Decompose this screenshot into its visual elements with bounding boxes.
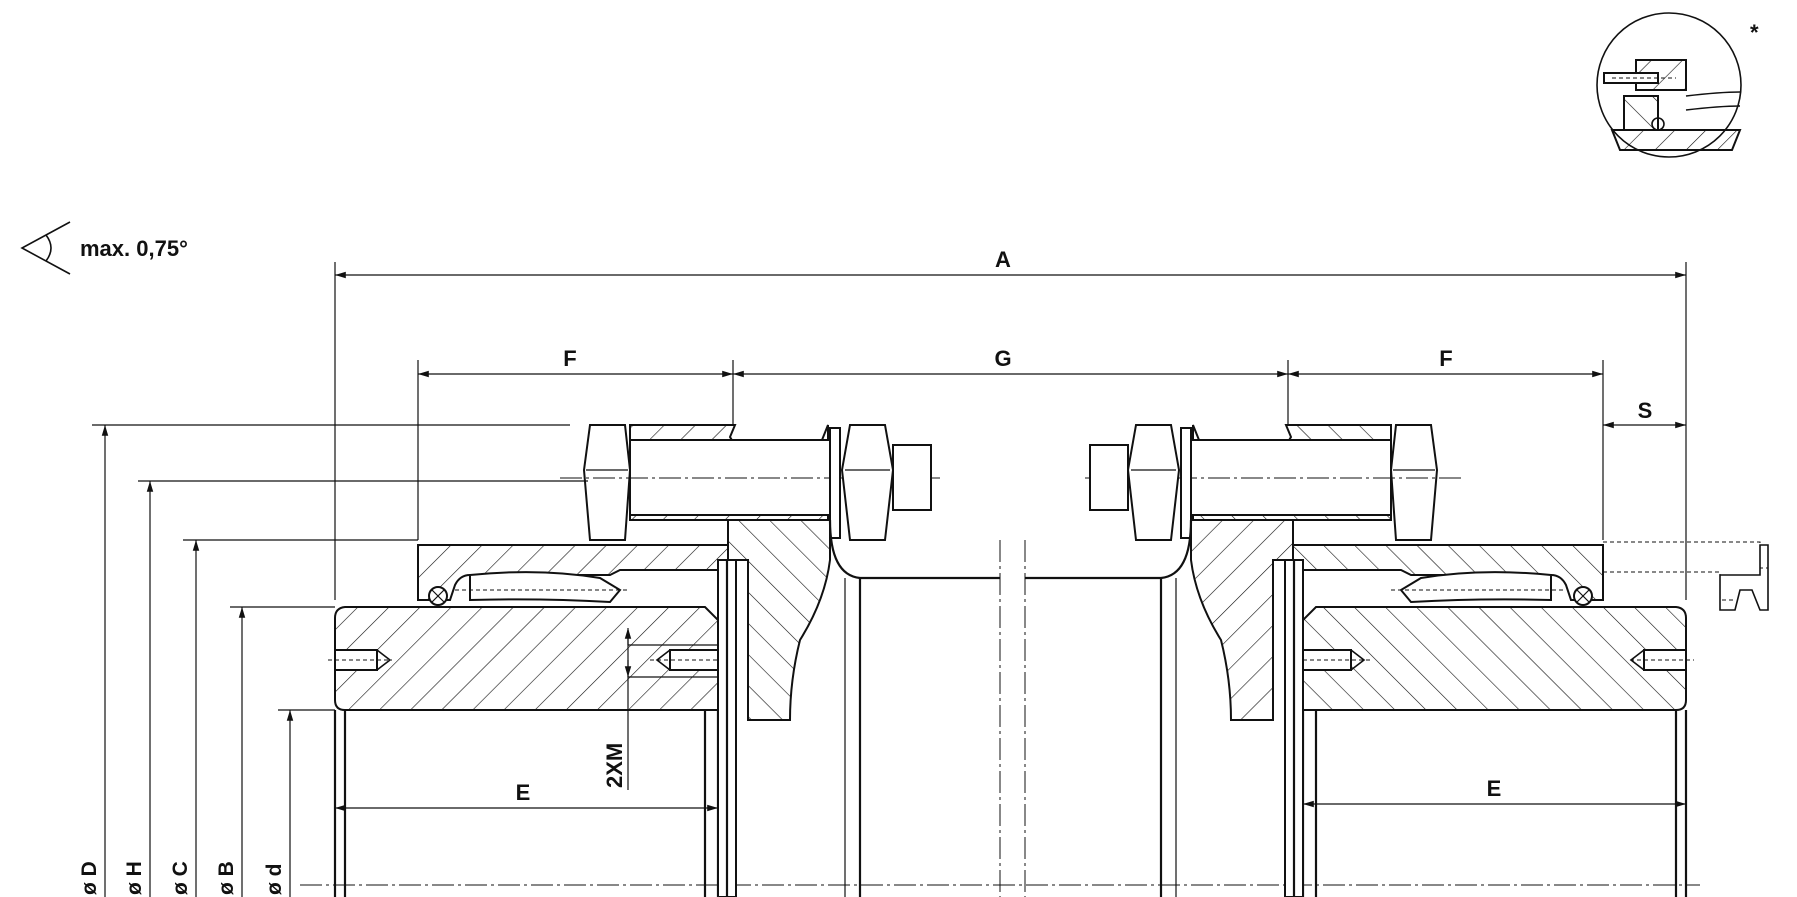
dim-label-f-left: F bbox=[563, 346, 576, 371]
dim-label-g: G bbox=[994, 346, 1011, 371]
dim-label-s: S bbox=[1638, 398, 1653, 423]
dimension-lines bbox=[92, 262, 1687, 897]
angle-icon bbox=[20, 221, 71, 275]
dim-label-e-left: E bbox=[516, 780, 531, 805]
right-hub-assembly bbox=[1025, 424, 1769, 897]
detail-marker: * bbox=[1750, 20, 1759, 45]
diameter-label-c: ø C bbox=[169, 861, 192, 895]
dim-label-a: A bbox=[995, 247, 1011, 272]
dim-label-2xm: 2XM bbox=[602, 743, 627, 788]
dim-label-e-right: E bbox=[1487, 776, 1502, 801]
dim-label-f-right: F bbox=[1439, 346, 1452, 371]
left-hub-assembly bbox=[328, 424, 1000, 897]
diameter-label-h: ø H bbox=[123, 861, 146, 895]
diameter-label-b: ø B bbox=[215, 861, 238, 895]
detail-view bbox=[1596, 12, 1742, 158]
angle-note: max. 0,75° bbox=[80, 236, 188, 261]
diameter-label-d-outer: ø D bbox=[78, 861, 101, 895]
diameter-label-bore: ø d bbox=[263, 864, 286, 896]
